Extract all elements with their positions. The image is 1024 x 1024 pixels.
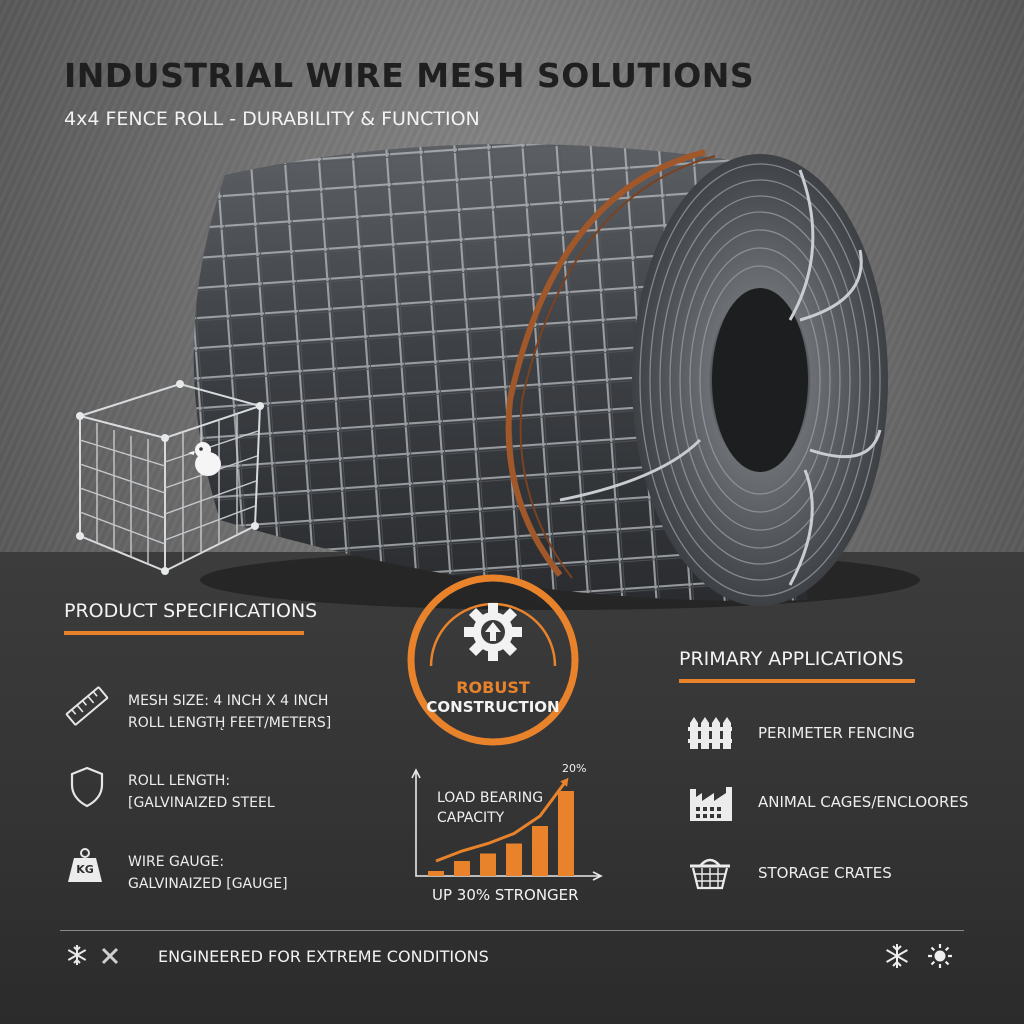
specifications-underline — [64, 631, 304, 635]
badge-title: ROBUST — [456, 678, 530, 697]
spec-wire-gauge: WIRE GAUGE: — [128, 854, 225, 870]
y-axis-arrow — [411, 768, 421, 779]
snowflake-icon — [67, 945, 87, 965]
snowflake-icon — [886, 944, 908, 968]
chart-trend-line — [435, 780, 568, 863]
badge-subtitle: CONSTRUCTION — [426, 698, 560, 716]
chart-caption: UP 30% STRONGER — [432, 886, 579, 904]
chart-bar — [532, 826, 548, 876]
factory-icon — [690, 787, 732, 821]
cage-illustration — [76, 380, 264, 575]
basket-icon — [690, 858, 730, 890]
spec-item: ROLL LENGTH: [GALVINAIZED STEEL — [128, 770, 275, 814]
x-axis-arrow — [592, 871, 603, 881]
footer-divider — [60, 930, 964, 931]
load-bearing-chart — [411, 768, 603, 881]
chart-peak-label: 20% — [562, 762, 587, 775]
weight-icon: KG — [66, 846, 104, 884]
chart-bar — [454, 861, 470, 876]
chart-label-line1: LOAD BEARING — [437, 790, 544, 806]
specifications-heading: PRODUCT SPECIFICATIONS — [64, 600, 318, 622]
chart-bar — [480, 853, 496, 876]
applications-underline — [679, 679, 915, 683]
applications-heading: PRIMARY APPLICATIONS — [679, 648, 904, 670]
weight-icon-label: KG — [76, 863, 94, 876]
page-subtitle: 4x4 FENCE ROLL - DURABILITY & FUNCTION — [64, 108, 480, 130]
spec-item: WIRE GAUGE: GALVINAIZED [GAUGE] — [128, 851, 288, 895]
application-storage-crates: STORAGE CRATES — [758, 864, 892, 882]
shield-icon — [70, 766, 104, 808]
application-perimeter-fencing: PERIMETER FENCING — [758, 724, 915, 742]
bird-icon — [188, 442, 221, 476]
spec-roll-length-units: ROLL LENGTH̨ FEET/METERS] — [128, 715, 332, 731]
page-title: INDUSTRIAL WIRE MESH SOLUTIONS — [64, 56, 755, 95]
chart-label: LOAD BEARING CAPACITY — [437, 788, 543, 828]
spec-gauge-value: GALVINAIZED [GAUGE] — [128, 876, 288, 892]
spec-mesh-size: MESH SIZE: 4 INCH X 4 INCH — [128, 693, 329, 709]
footer-tagline: ENGINEERED FOR EXTREME CONDITIONS — [158, 947, 489, 966]
chart-bar — [506, 843, 522, 876]
chart-trend-arrowhead — [560, 777, 569, 787]
spec-material: [GALVINAIZED STEEL — [128, 795, 275, 811]
close-icon — [101, 947, 119, 965]
ruler-icon — [65, 686, 109, 726]
wire-mesh-roll-illustration — [193, 143, 920, 610]
gear-arrow-icon — [464, 603, 522, 661]
chart-label-line2: CAPACITY — [437, 810, 505, 826]
fence-icon — [688, 717, 732, 749]
chart-bar — [428, 871, 444, 876]
spec-item: MESH SIZE: 4 INCH X 4 INCH ROLL LENGTH̨ … — [128, 690, 331, 734]
sun-icon — [928, 944, 952, 968]
robust-construction-badge — [407, 574, 579, 746]
spec-roll-length: ROLL LENGTH: — [128, 773, 231, 789]
chart-bar — [558, 791, 574, 876]
application-animal-cages: ANIMAL CAGES/ENCLOORES — [758, 793, 969, 811]
